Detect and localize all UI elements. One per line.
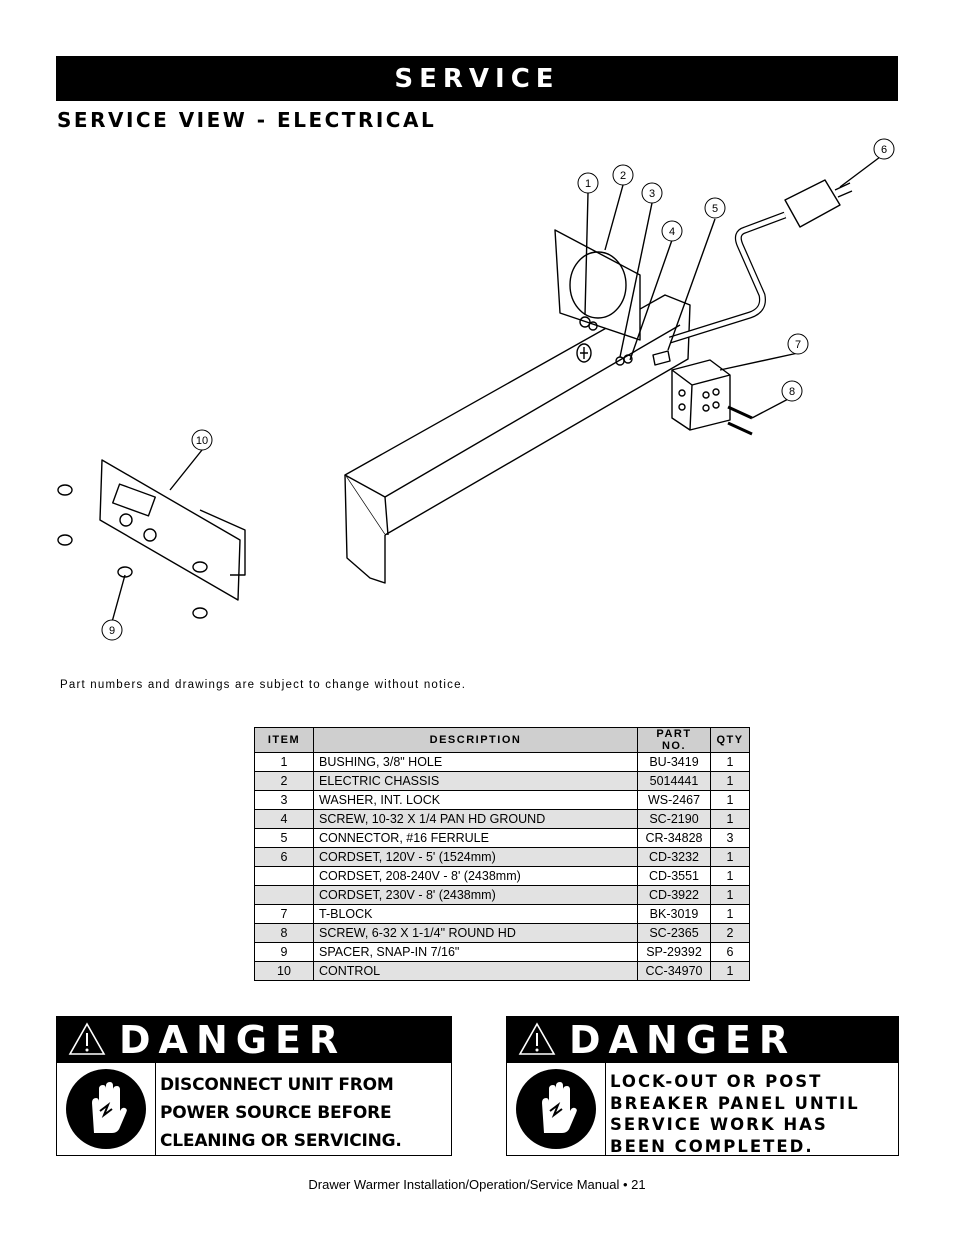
callout-8: 8 [789,386,795,398]
danger-line: BEEN COMPLETED. [610,1136,814,1156]
page-title: SERVICE VIEW - ELECTRICAL [57,108,437,132]
callout-2: 2 [620,170,626,182]
danger-line: DISCONNECT UNIT FROM [160,1075,394,1095]
danger-title: DANGER [569,1018,797,1062]
col-header-part-no: PART NO. [637,727,711,753]
danger-line: POWER SOURCE BEFORE [160,1103,392,1123]
change-notice: Part numbers and drawings are subject to… [60,679,467,691]
callout-4: 4 [669,226,675,238]
callout-3: 3 [649,188,655,200]
hand-shock-icon [66,1069,146,1149]
danger-line: CLEANING OR SERVICING. [160,1131,402,1151]
callout-1: 1 [585,178,591,190]
danger-line: LOCK-OUT OR POST [610,1072,823,1091]
danger-warning-lockout: DANGER LOCK-OUT OR POST BREAKER PANEL UN… [506,1016,899,1156]
warning-triangle-icon [518,1022,556,1055]
col-header-qty: QTY [710,727,750,753]
danger-warning-disconnect: DANGER DISCONNECT UNIT FROM POWER SOURCE… [56,1016,452,1156]
section-banner: SERVICE [56,56,898,101]
danger-line: BREAKER PANEL UNTIL [610,1093,860,1113]
col-header-description: DESCRIPTION [313,727,638,753]
callout-5: 5 [712,203,718,215]
warning-triangle-icon [68,1022,106,1055]
danger-line: SERVICE WORK HAS [610,1115,828,1134]
col-header-item: ITEM [254,727,314,753]
callout-6: 6 [881,144,887,156]
electrical-exploded-diagram: 1 2 3 4 5 6 7 8 9 10 [57,138,895,641]
callout-10: 10 [196,435,208,447]
page-footer: Drawer Warmer Installation/Operation/Ser… [308,1177,646,1192]
callout-9: 9 [109,625,115,637]
callout-7: 7 [795,339,801,351]
danger-title: DANGER [119,1018,347,1062]
hand-shock-icon [516,1069,596,1149]
